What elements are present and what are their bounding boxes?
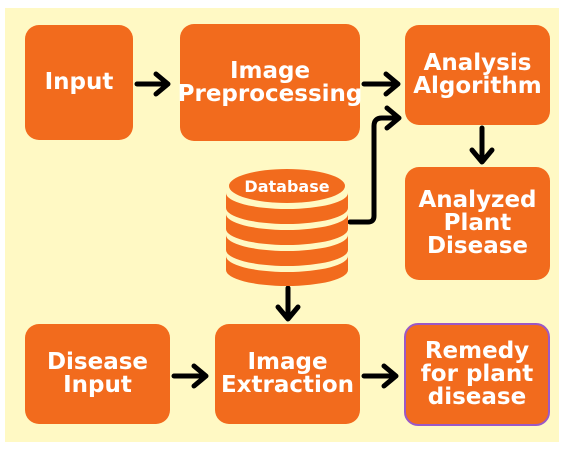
analysis-algorithm-node: Analysis Algorithm bbox=[405, 25, 550, 125]
image-extraction-label: Image Extraction bbox=[220, 349, 355, 398]
input-node: Input bbox=[25, 25, 133, 140]
arrow-input-to-preprocessing bbox=[134, 71, 171, 97]
input-node-label: Input bbox=[44, 69, 114, 95]
arrow-disease-input-to-extraction bbox=[171, 363, 209, 389]
database-label: Database bbox=[244, 177, 329, 196]
disease-input-node: Disease Input bbox=[25, 324, 170, 424]
analysis-algorithm-label: Analysis Algorithm bbox=[413, 50, 542, 99]
remedy-node: Remedy for plant disease bbox=[404, 323, 550, 426]
image-preprocessing-node: Image Preprocessing bbox=[177, 24, 363, 141]
arrow-database-to-algorithm bbox=[347, 105, 402, 225]
image-extraction-node: Image Extraction bbox=[215, 324, 360, 424]
analyzed-plant-disease-label: Analyzed Plant Disease bbox=[418, 187, 537, 259]
disease-input-label: Disease Input bbox=[46, 349, 149, 398]
arrow-preprocessing-to-algorithm bbox=[361, 71, 401, 97]
analyzed-plant-disease-node: Analyzed Plant Disease bbox=[405, 167, 550, 280]
arrow-database-to-extraction bbox=[275, 285, 301, 322]
database-icon: Database bbox=[226, 169, 348, 286]
arrow-algorithm-to-result bbox=[469, 125, 495, 165]
image-preprocessing-label: Image Preprocessing bbox=[177, 57, 363, 107]
remedy-label: Remedy for plant disease bbox=[420, 338, 534, 410]
arrow-extraction-to-remedy bbox=[361, 363, 399, 389]
